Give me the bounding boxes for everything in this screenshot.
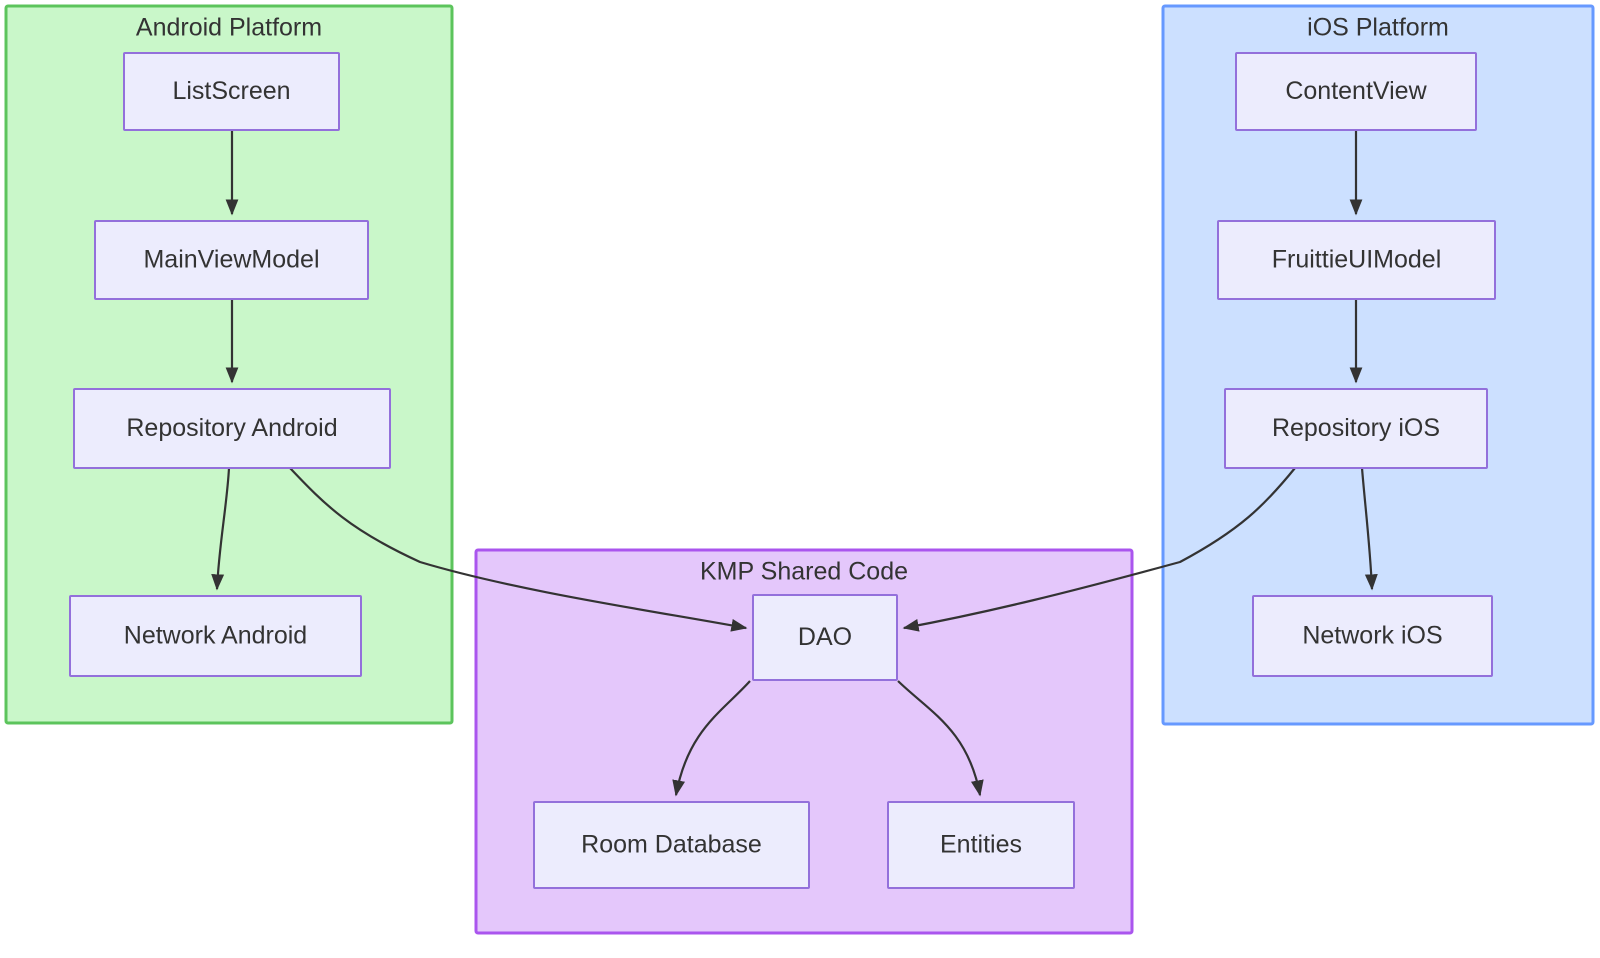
node-contentview[interactable]: ContentView: [1235, 52, 1477, 131]
node-mainvm[interactable]: MainViewModel: [94, 220, 369, 300]
node-label-netios: Network iOS: [1302, 622, 1442, 650]
cluster-ios: iOS Platform: [1161, 4, 1595, 726]
edge-dao-to-entities: [897, 680, 984, 797]
node-box-fruittieui[interactable]: [1217, 220, 1496, 300]
node-box-netios[interactable]: [1252, 595, 1493, 677]
node-entities[interactable]: Entities: [887, 801, 1075, 889]
cluster-box-android: [4, 4, 454, 725]
node-label-repoandroid: Repository Android: [126, 414, 337, 442]
edge-layer: [211, 130, 1378, 797]
node-box-contentview[interactable]: [1235, 52, 1477, 131]
node-box-repoios[interactable]: [1224, 388, 1488, 469]
node-box-mainvm[interactable]: [94, 220, 369, 300]
node-dao[interactable]: DAO: [752, 594, 898, 681]
edge-repoios-to-netios: [1360, 467, 1378, 591]
cluster-label-ios: iOS Platform: [1307, 14, 1449, 42]
node-label-roomdb: Room Database: [581, 831, 762, 859]
node-label-listscreen: ListScreen: [172, 77, 290, 105]
edge-dao-to-roomdb: [672, 680, 751, 797]
node-fruittieui[interactable]: FruittieUIModel: [1217, 220, 1496, 300]
node-netios[interactable]: Network iOS: [1252, 595, 1493, 677]
node-box-listscreen[interactable]: [123, 52, 340, 131]
node-listscreen[interactable]: ListScreen: [123, 52, 340, 131]
cluster-box-ios: [1161, 4, 1595, 726]
edge-repoandroid-to-netandroid: [211, 467, 231, 591]
node-repoandroid[interactable]: Repository Android: [73, 388, 391, 469]
node-box-dao[interactable]: [752, 594, 898, 681]
node-box-repoandroid[interactable]: [73, 388, 391, 469]
node-box-entities[interactable]: [887, 801, 1075, 889]
node-label-repoios: Repository iOS: [1272, 414, 1440, 442]
node-box-netandroid[interactable]: [69, 595, 362, 677]
node-netandroid[interactable]: Network Android: [69, 595, 362, 677]
node-label-mainvm: MainViewModel: [143, 246, 319, 274]
node-label-contentview: ContentView: [1285, 77, 1427, 105]
node-label-netandroid: Network Android: [124, 622, 307, 650]
cluster-label-android: Android Platform: [136, 14, 322, 42]
cluster-android: Android Platform: [4, 4, 454, 725]
node-box-roomdb[interactable]: [533, 801, 810, 889]
node-roomdb[interactable]: Room Database: [533, 801, 810, 889]
edge-repoios-to-dao: [902, 467, 1296, 632]
edge-repoandroid-to-dao: [289, 467, 748, 632]
node-label-dao: DAO: [798, 623, 852, 651]
node-label-fruittieui: FruittieUIModel: [1272, 246, 1442, 274]
cluster-label-kmp: KMP Shared Code: [700, 558, 908, 586]
node-repoios[interactable]: Repository iOS: [1224, 388, 1488, 469]
node-label-entities: Entities: [940, 831, 1022, 859]
